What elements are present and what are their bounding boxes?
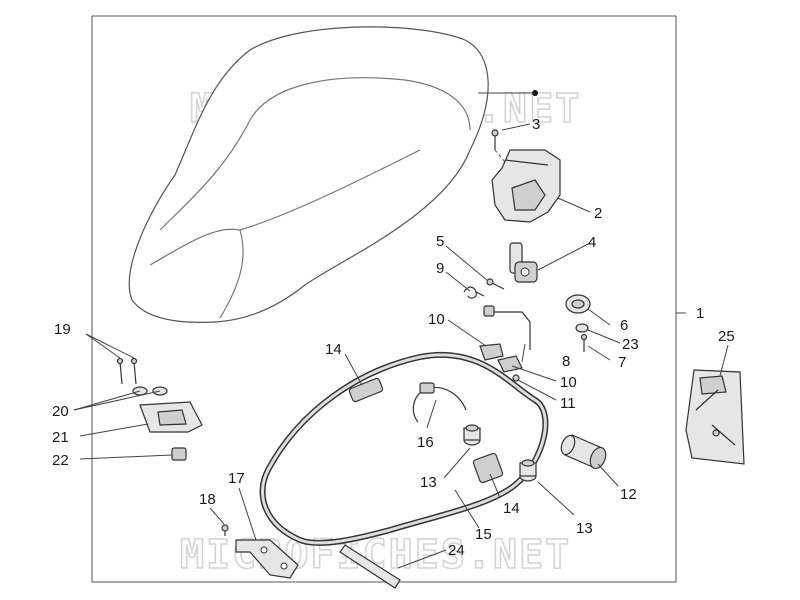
part-10-clip-b [497, 355, 523, 373]
callout-13b: 13 [576, 520, 593, 537]
part-9-spring [463, 286, 485, 299]
callout-11: 11 [560, 395, 576, 412]
part-8-rod [483, 305, 531, 350]
part-24-rod [339, 544, 401, 589]
callout-15: 15 [475, 526, 492, 543]
part-21-hook [139, 401, 203, 433]
callout-23: 23 [622, 336, 639, 353]
part-18-screw [221, 524, 229, 536]
callout-18: 18 [199, 491, 216, 508]
callout-8: 8 [562, 353, 570, 370]
part-14-clip-a [348, 377, 384, 403]
callout-10a: 10 [428, 311, 445, 328]
leader-lines [73, 123, 729, 569]
callout-14b: 14 [503, 500, 520, 517]
part-23-washer [575, 323, 589, 333]
callout-25: 25 [718, 328, 735, 345]
callout-12: 12 [620, 486, 637, 503]
callout-6: 6 [620, 317, 628, 334]
callout-10b: 10 [560, 374, 577, 391]
callout-5: 5 [436, 233, 444, 250]
callout-16: 16 [417, 434, 434, 451]
callout-21: 21 [52, 429, 69, 446]
callout-labels: 1 2 3 4 5 6 7 8 9 10 10 11 12 13 13 14 1… [52, 116, 735, 559]
part-12-cylinder [560, 434, 607, 470]
part-17-bracket [235, 539, 299, 579]
part-13-bumper-b [519, 459, 537, 482]
callout-14a: 14 [325, 341, 342, 358]
callout-17: 17 [228, 470, 245, 487]
callout-7: 7 [618, 354, 626, 371]
part-2-lock-housing [491, 149, 561, 223]
part-14-clip-b [472, 452, 504, 484]
callout-3: 3 [532, 116, 540, 133]
callout-24: 24 [448, 542, 465, 559]
callout-22: 22 [52, 452, 69, 469]
part-16-cable [412, 382, 467, 423]
callout-9: 9 [436, 260, 444, 277]
callout-2: 2 [594, 205, 602, 222]
part-19-screws [116, 357, 138, 385]
callout-1: 1 [696, 305, 704, 322]
part-11-pin [512, 374, 520, 382]
part-25-toolkit [685, 369, 745, 465]
callout-13a: 13 [420, 474, 437, 491]
part-4-latch [509, 242, 538, 283]
seat [128, 26, 489, 323]
part-13-bumper-a [463, 424, 481, 446]
callout-20: 20 [52, 403, 69, 420]
part-5-screw [486, 278, 505, 290]
part-20-washers [132, 386, 168, 396]
part-6-grommet [565, 294, 591, 314]
callout-19: 19 [54, 321, 71, 338]
part-7-screw [580, 333, 588, 352]
part-22-clip [171, 447, 187, 461]
part-10-clip-a [479, 343, 504, 361]
callout-4: 4 [588, 234, 596, 251]
diagram-frame [91, 15, 677, 583]
